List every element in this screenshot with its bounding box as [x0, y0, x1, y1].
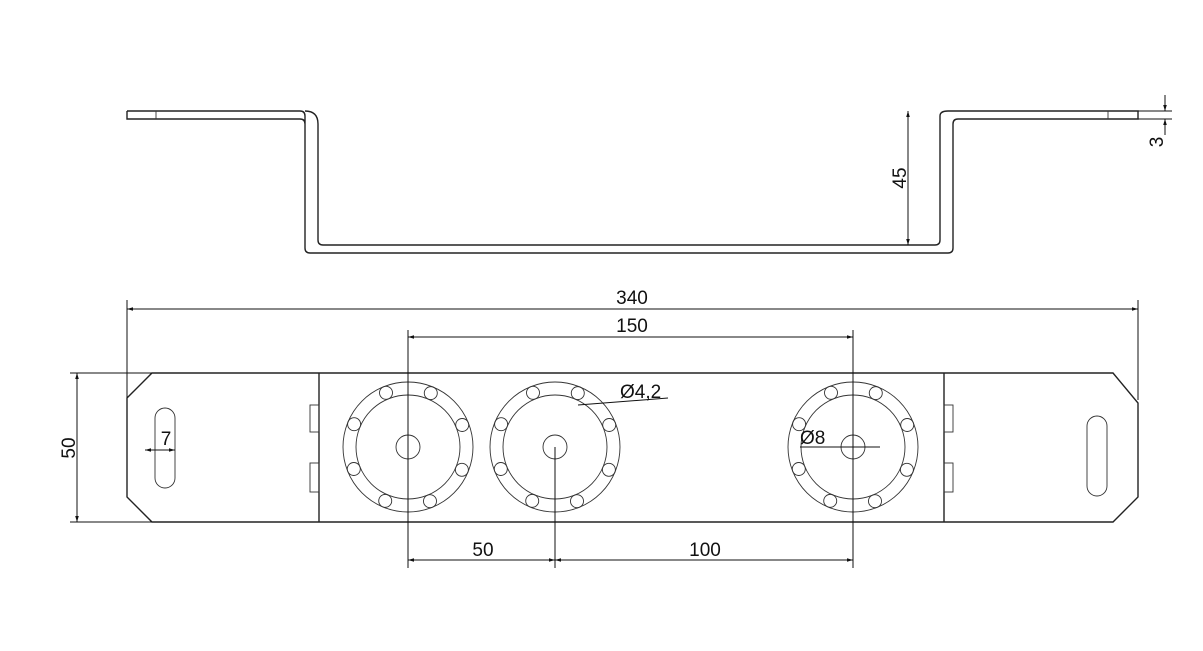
small-hole [868, 386, 883, 401]
small-hole [494, 417, 509, 432]
slot-left-vertical [154, 407, 176, 489]
small-hole [824, 385, 838, 400]
dim-overall-length: 340 [616, 288, 648, 309]
small-hole [347, 417, 362, 432]
small-hole [423, 494, 437, 509]
small-hole [792, 417, 807, 432]
small-hole [791, 462, 806, 476]
small-hole [493, 462, 508, 476]
dim-small-hole-diameter: Ø4,2 [620, 382, 661, 403]
plate-top-view [126, 372, 1139, 523]
dim-spacing-left: 50 [472, 540, 493, 561]
slot-right-vertical [1086, 415, 1108, 497]
small-hole [570, 386, 585, 401]
small-hole [526, 385, 540, 400]
small-hole [823, 493, 838, 508]
small-hole [900, 418, 915, 432]
small-hole [602, 418, 617, 432]
small-hole [455, 418, 470, 432]
small-hole [570, 494, 584, 509]
small-hole [454, 462, 469, 477]
small-hole [601, 462, 616, 477]
small-hole [346, 462, 361, 476]
dim-hole-spacing-total: 150 [616, 316, 648, 337]
small-hole [378, 493, 393, 508]
small-hole [868, 494, 882, 509]
small-hole [899, 462, 914, 477]
dim-center-hole-diameter: Ø8 [800, 428, 825, 449]
small-hole [525, 493, 540, 508]
dim-bend-height: 45 [890, 167, 911, 188]
dim-thickness: 3 [1147, 137, 1168, 148]
small-hole [423, 386, 438, 401]
dim-spacing-right: 100 [689, 540, 721, 561]
small-hole [379, 385, 393, 400]
dimension-lines [70, 95, 1172, 568]
dim-plate-width: 50 [59, 437, 80, 458]
side-profile-view [126, 110, 1139, 254]
dim-slot-width: 7 [161, 429, 172, 450]
